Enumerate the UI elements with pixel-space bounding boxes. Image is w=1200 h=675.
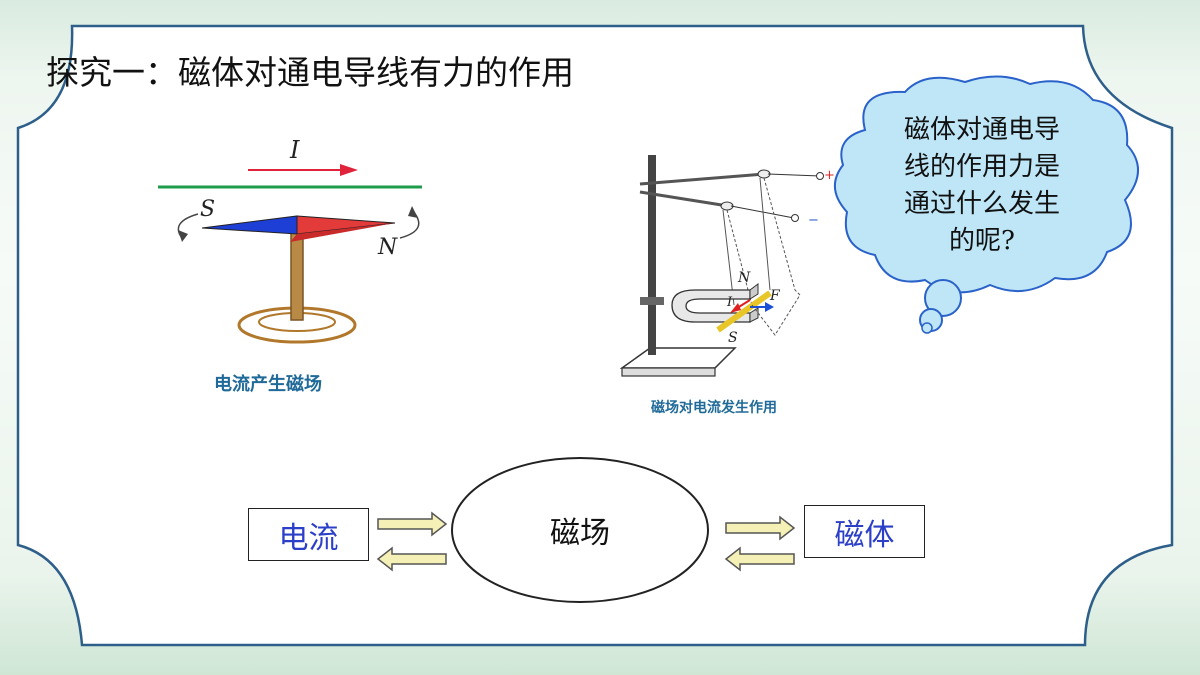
bubble-line: 线的作用力是 — [903, 152, 1060, 182]
relation-diagram — [376, 457, 796, 603]
plus-terminal: + — [824, 168, 835, 183]
current-label: I — [289, 136, 300, 164]
bubble-dot-small — [921, 322, 933, 334]
field-label: 磁场 — [550, 516, 610, 551]
needle-south — [201, 215, 298, 235]
oersted-figure: I S N — [158, 136, 422, 344]
apparatus-current-label: I — [726, 295, 733, 310]
bubble-line: 的呢? — [949, 226, 1015, 256]
arrow-field-to-magnet — [725, 515, 796, 541]
magnet-pole-n: N — [737, 270, 751, 286]
force-label: F — [769, 288, 781, 304]
bubble-dot-large — [924, 279, 962, 317]
bubble-line: 通过什么发生 — [903, 189, 1060, 219]
bubble-line: 磁体对通电导 — [903, 115, 1060, 145]
conductor-rod — [716, 290, 772, 333]
arrow-current-to-field — [377, 511, 448, 537]
upper-arm — [639, 172, 766, 186]
minus-terminal: − — [808, 213, 819, 228]
current-arrowhead — [340, 164, 358, 176]
right-caption: 磁场对电流发生作用 — [651, 400, 777, 416]
current-box: 电流 — [248, 508, 369, 561]
magnet-box: 磁体 — [804, 505, 925, 558]
force-apparatus-figure: + − N S I F — [619, 155, 835, 377]
bubble-question: 磁体对通电导 线的作用力是 通过什么发生 的呢? — [872, 112, 1092, 260]
pole-n-label: N — [377, 235, 398, 260]
arrow-magnet-to-field — [724, 546, 795, 572]
slide-title: 探究一：磁体对通电导线有力的作用 — [46, 53, 574, 92]
stand-pillar — [290, 229, 304, 321]
stand-rod — [648, 155, 656, 355]
thought-bubble — [834, 75, 1139, 334]
magnet-pole-s: S — [728, 330, 738, 346]
bubble-cloud — [834, 75, 1139, 294]
left-caption: 电流产生磁场 — [214, 374, 322, 395]
apparatus-base — [619, 347, 737, 369]
pole-s-label: S — [200, 197, 215, 222]
lower-arm — [639, 190, 729, 208]
arrow-field-to-current — [376, 546, 447, 572]
field-ellipse — [451, 457, 709, 603]
